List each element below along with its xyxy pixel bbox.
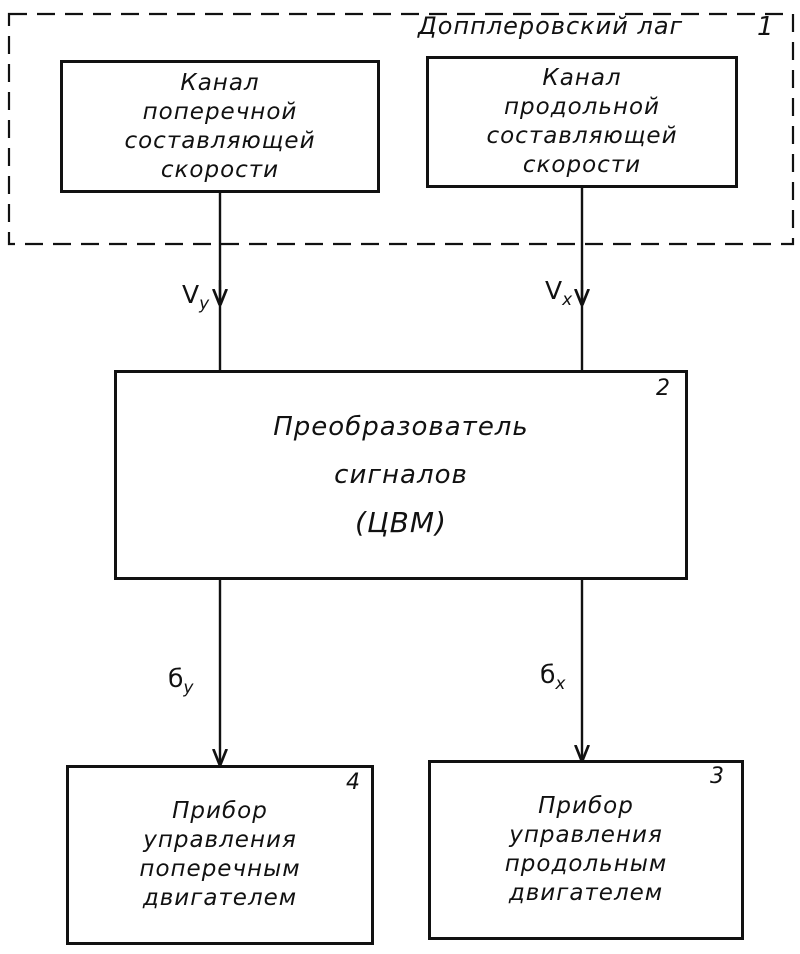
- longitudinal-thruster-control-box: Прибор управления продольным двигателем: [428, 760, 744, 940]
- longitudinal-control-line-3: продольным: [505, 850, 668, 879]
- lateral-control-line-4: двигателем: [143, 884, 297, 913]
- lateral-velocity-channel-box: Канал поперечной составляющей скорости: [60, 60, 380, 193]
- converter-number: 2: [656, 376, 670, 401]
- lateral-control-number: 4: [346, 770, 360, 795]
- lateral-channel-line-2: поперечной: [143, 98, 298, 127]
- lateral-channel-line-3: составляющей: [124, 127, 315, 156]
- converter-line-3: (ЦВМ): [355, 499, 447, 547]
- lateral-channel-line-1: Канал: [180, 69, 259, 98]
- longitudinal-control-line-1: Прибор: [538, 792, 634, 821]
- longitudinal-control-line-4: двигателем: [509, 879, 663, 908]
- lateral-control-line-2: управления: [143, 826, 297, 855]
- vy-signal-label: Vy: [182, 280, 209, 314]
- lateral-channel-line-4: скорости: [161, 156, 279, 185]
- lateral-thruster-control-box: Прибор управления поперечным двигателем: [66, 765, 374, 945]
- longitudinal-velocity-channel-box: Канал продольной составляющей скорости: [426, 56, 738, 188]
- converter-line-1: Преобразователь: [273, 403, 529, 451]
- longitudinal-channel-line-2: продольной: [504, 93, 660, 122]
- longitudinal-control-line-2: управления: [509, 821, 663, 850]
- signal-converter-box: Преобразователь сигналов (ЦВМ): [114, 370, 688, 580]
- longitudinal-channel-line-1: Канал: [542, 64, 621, 93]
- sigma-y-signal-label: бy: [168, 664, 193, 698]
- longitudinal-channel-line-3: составляющей: [486, 122, 677, 151]
- doppler-log-number: 1: [757, 12, 774, 42]
- sigma-x-signal-label: бx: [540, 660, 565, 694]
- vx-signal-label: Vx: [545, 276, 572, 310]
- lateral-control-line-1: Прибор: [172, 797, 268, 826]
- longitudinal-channel-line-4: скорости: [523, 151, 641, 180]
- doppler-log-title: Допплеровский лаг: [418, 12, 683, 40]
- converter-line-2: сигналов: [334, 451, 468, 499]
- lateral-control-line-3: поперечным: [139, 855, 300, 884]
- longitudinal-control-number: 3: [710, 764, 724, 789]
